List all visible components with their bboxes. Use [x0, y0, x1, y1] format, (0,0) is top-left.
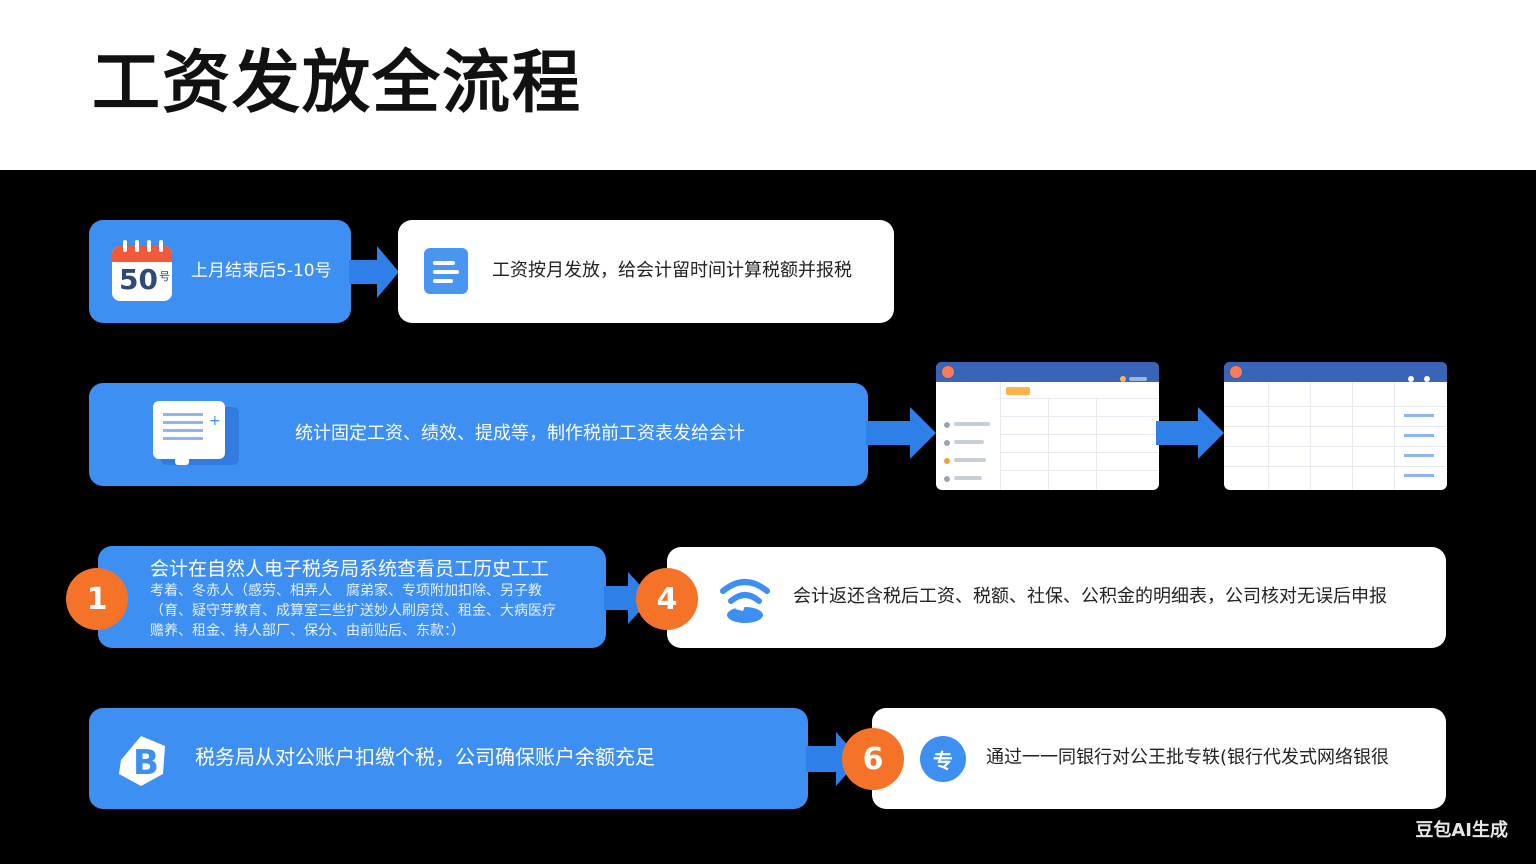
tax-system-screen-2 [1224, 362, 1447, 490]
tax-system-screen-1 [936, 362, 1159, 490]
screen-header [1224, 362, 1447, 382]
bank-transfer-icon: 专 [920, 736, 966, 782]
tax-bureau-letter: B [133, 743, 159, 783]
menu-bullet-icon [944, 422, 950, 428]
step3-line4: 赡养、租金、持人部厂、保分、由前贴后、东款：） [150, 623, 465, 639]
calendar-note: 号 [159, 270, 170, 283]
step4-desc: 会计返还含税后工资、税额、社保、公积金的明细表，公司核对无误后申报 [793, 586, 1387, 607]
form-document-icon: + [153, 401, 239, 465]
step5-box: B 税务局从对公账户扣缴个税，公司确保账户余额充足 [89, 708, 808, 809]
step1-desc-box: 工资按月发放，给会计留时间计算税额并报税 [398, 220, 894, 323]
page-title: 工资发放全流程 [92, 44, 583, 123]
arrow-right-3 [1156, 407, 1224, 459]
step3-line3: （育、疑守芽教育、成算室三些扩送妙人刷房贷、租金、大病医疗 [150, 603, 556, 619]
step1-date-label: 上月结束后5-10号 [191, 261, 332, 281]
step-badge-4: 4 [636, 568, 698, 630]
menu-bullet-icon [944, 476, 950, 482]
step6-desc: 通过一一同银行对公王批专轶(银行代发式网络银很 [986, 747, 1390, 768]
step1-date-box: 50 号 上月结束后5-10号 [89, 220, 351, 323]
app-logo-icon [1230, 366, 1242, 378]
wifi-check-icon [720, 579, 770, 623]
step5-desc: 税务局从对公账户扣缴个税，公司确保账户余额充足 [195, 745, 655, 769]
screen-header [936, 362, 1159, 382]
calendar-number: 50 [119, 263, 158, 296]
window-controls-icon [1119, 368, 1149, 382]
arrow-right-1 [349, 246, 399, 298]
step3-line1: 会计在自然人电子税务局系统查看员工历史工工 [150, 558, 550, 580]
document-icon [424, 248, 468, 294]
step2-box: + 统计固定工资、绩效、提成等，制作税前工资表发给会计 [89, 383, 868, 486]
menu-bullet-icon [944, 458, 950, 464]
active-tab [1006, 387, 1030, 395]
step-badge-1: 1 [66, 568, 128, 630]
svg-text:+: + [209, 413, 221, 429]
calendar-icon [112, 240, 172, 301]
bank-transfer-letter: 专 [933, 748, 953, 773]
window-controls-icon [1407, 368, 1437, 382]
step3-box: 会计在自然人电子税务局系统查看员工历史工工 考着、冬赤人（感劳、相弄人 腐弟家、… [98, 546, 606, 648]
app-logo-icon [942, 366, 954, 378]
step-badge-6: 6 [842, 728, 904, 790]
step4-box: 会计返还含税后工资、税额、社保、公积金的明细表，公司核对无误后申报 [667, 547, 1446, 648]
step1-desc: 工资按月发放，给会计留时间计算税额并报税 [492, 260, 852, 281]
watermark: 豆包AI生成 [1415, 820, 1508, 841]
tax-bureau-logo-icon: B [119, 736, 165, 786]
arrow-right-2 [866, 407, 936, 459]
menu-bullet-icon [944, 440, 950, 446]
step6-box: 专 通过一一同银行对公王批专轶(银行代发式网络银很 [872, 708, 1446, 809]
header: 工资发放全流程 [0, 0, 1536, 170]
step2-desc: 统计固定工资、绩效、提成等，制作税前工资表发给会计 [295, 423, 745, 444]
step3-line2: 考着、冬赤人（感劳、相弄人 腐弟家、专项附加扣除、另子教 [150, 583, 542, 599]
